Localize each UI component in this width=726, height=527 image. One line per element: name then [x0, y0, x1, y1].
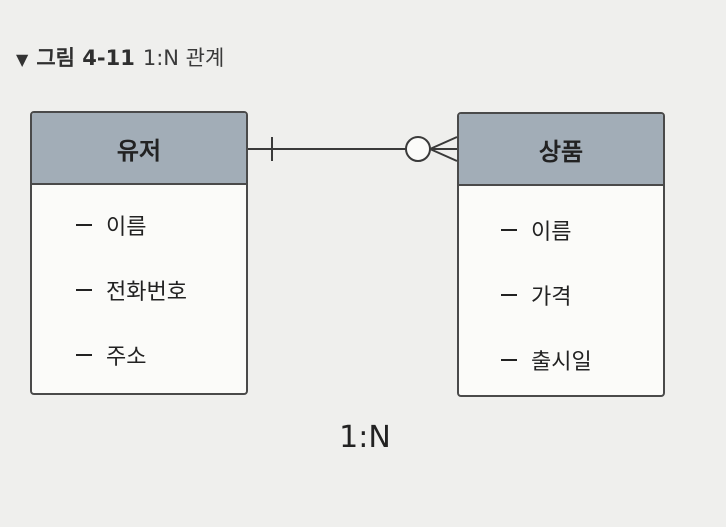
figure-label: 그림 4-11 [36, 46, 135, 70]
entity-product-name: 상품 [459, 114, 663, 186]
entity-product-attribute: 이름 [459, 214, 663, 246]
attribute-label: 주소 [106, 345, 147, 370]
dash-icon [501, 294, 517, 296]
attribute-label: 출시일 [531, 350, 592, 375]
entity-product-attribute: 가격 [459, 279, 663, 311]
figure-caption: ▼ 그림 4-11 1:N 관계 [16, 42, 224, 72]
dash-icon [501, 229, 517, 231]
caption-marker: ▼ [16, 50, 29, 69]
entity-product-attribute: 출시일 [459, 344, 663, 376]
entity-user: 유저 이름 전화번호 주소 [30, 111, 248, 395]
attribute-label: 가격 [531, 285, 572, 310]
attribute-label: 이름 [531, 220, 572, 245]
entity-user-attribute: 이름 [32, 209, 246, 241]
dash-icon [501, 359, 517, 361]
entity-product: 상품 이름 가격 출시일 [457, 112, 665, 397]
zero-optional-circle-icon [405, 136, 431, 162]
attribute-label: 전화번호 [106, 280, 187, 305]
figure-title: 1:N 관계 [142, 46, 225, 70]
dash-icon [76, 224, 92, 226]
entity-user-attribute: 전화번호 [32, 274, 246, 306]
entity-user-name: 유저 [32, 113, 246, 185]
dash-icon [76, 289, 92, 291]
dash-icon [76, 354, 92, 356]
relationship-label: 1:N [339, 420, 391, 455]
attribute-label: 이름 [106, 215, 147, 240]
entity-user-attribute: 주소 [32, 339, 246, 371]
crows-foot-icon [429, 136, 458, 162]
